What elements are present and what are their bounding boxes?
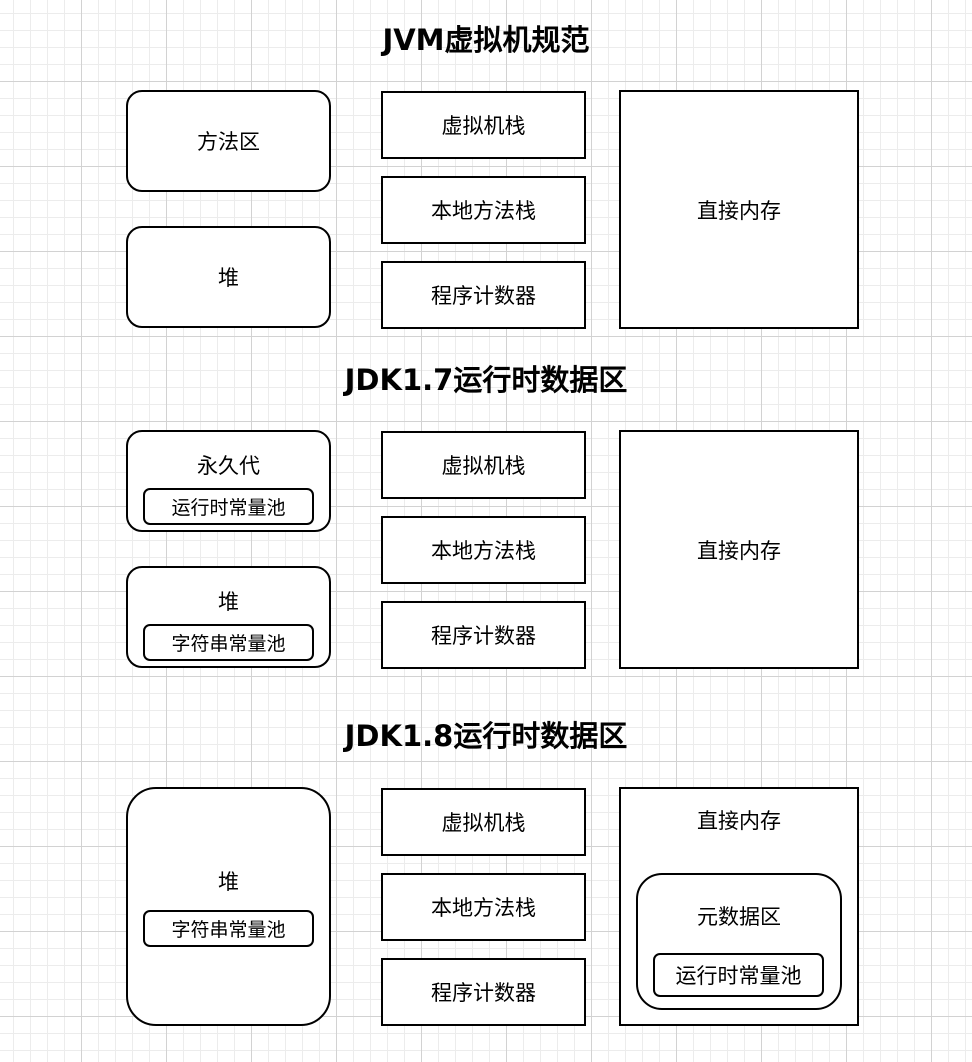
runtime-constant-pool-box: 运行时常量池 — [653, 953, 824, 997]
native-stack-box: 本地方法栈 — [381, 176, 586, 244]
native-stack-label: 本地方法栈 — [431, 199, 536, 223]
method-area-label: 方法区 — [197, 130, 260, 154]
vm-stack-label: 虚拟机栈 — [441, 454, 526, 478]
heap-box: 堆 字符串常量池 — [126, 566, 331, 668]
direct-memory-label: 直接内存 — [697, 538, 781, 563]
native-stack-label: 本地方法栈 — [431, 539, 536, 563]
string-pool-label: 字符串常量池 — [171, 633, 286, 655]
pc-register-box: 程序计数器 — [381, 261, 586, 329]
permgen-label: 永久代 — [197, 454, 260, 478]
direct-memory-label: 直接内存 — [697, 809, 781, 833]
heap-label: 堆 — [218, 590, 239, 614]
native-stack-label: 本地方法栈 — [431, 896, 536, 920]
native-stack-box: 本地方法栈 — [381, 516, 586, 584]
runtime-constant-pool-label: 运行时常量池 — [675, 964, 802, 988]
direct-memory-box: 直接内存 元数据区 运行时常量池 — [619, 787, 859, 1026]
vm-stack-box: 虚拟机栈 — [381, 91, 586, 159]
permgen-box: 永久代 运行时常量池 — [126, 430, 331, 532]
runtime-constant-pool-label: 运行时常量池 — [171, 497, 286, 519]
section-title-jdk18: JDK1.8运行时数据区 — [344, 719, 628, 753]
direct-memory-box: 直接内存 — [619, 430, 859, 669]
metaspace-box: 元数据区 运行时常量池 — [636, 873, 842, 1010]
pc-register-label: 程序计数器 — [431, 624, 536, 648]
pc-register-label: 程序计数器 — [431, 284, 536, 308]
heap-label: 堆 — [218, 266, 239, 290]
pc-register-box: 程序计数器 — [381, 601, 586, 669]
pc-register-box: 程序计数器 — [381, 958, 586, 1026]
heap-label: 堆 — [218, 870, 239, 894]
string-pool-label: 字符串常量池 — [171, 919, 286, 941]
runtime-constant-pool-box: 运行时常量池 — [143, 488, 314, 525]
vm-stack-label: 虚拟机栈 — [441, 811, 526, 835]
native-stack-box: 本地方法栈 — [381, 873, 586, 941]
pc-register-label: 程序计数器 — [431, 981, 536, 1005]
vm-stack-label: 虚拟机栈 — [441, 114, 526, 138]
vm-stack-box: 虚拟机栈 — [381, 431, 586, 499]
direct-memory-box: 直接内存 — [619, 90, 859, 329]
vm-stack-box: 虚拟机栈 — [381, 788, 586, 856]
heap-box: 堆 — [126, 226, 331, 328]
heap-box: 堆 字符串常量池 — [126, 787, 331, 1026]
metaspace-label: 元数据区 — [697, 905, 781, 929]
method-area-box: 方法区 — [126, 90, 331, 192]
direct-memory-label: 直接内存 — [697, 198, 781, 223]
section-title-jvm-spec: JVM虚拟机规范 — [382, 23, 590, 57]
string-pool-box: 字符串常量池 — [143, 624, 314, 661]
section-title-jdk17: JDK1.7运行时数据区 — [344, 363, 628, 397]
string-pool-box: 字符串常量池 — [143, 910, 314, 947]
